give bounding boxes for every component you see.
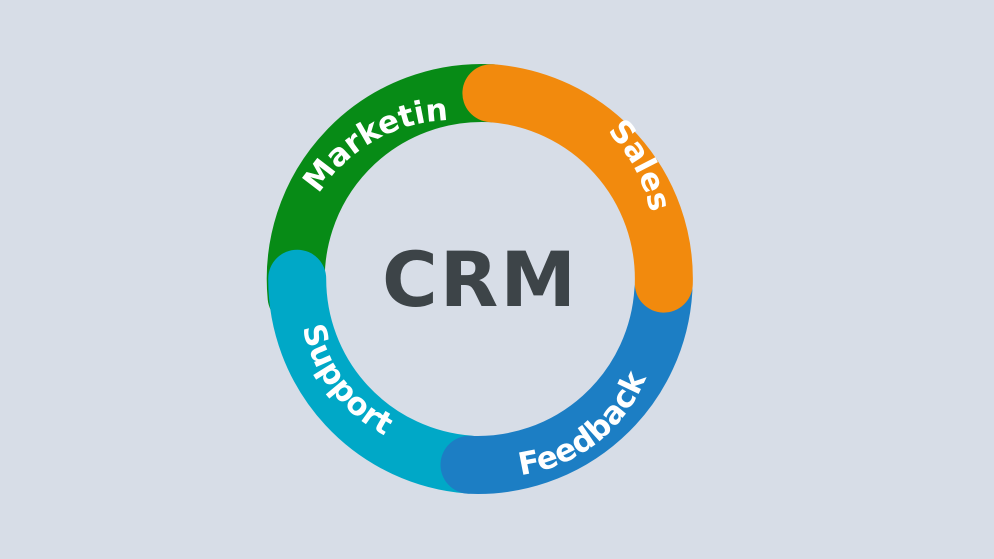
center-title: CRM xyxy=(382,235,578,324)
segment-support xyxy=(268,249,499,494)
segment-sales xyxy=(462,64,693,313)
segment-feedback xyxy=(440,261,693,494)
